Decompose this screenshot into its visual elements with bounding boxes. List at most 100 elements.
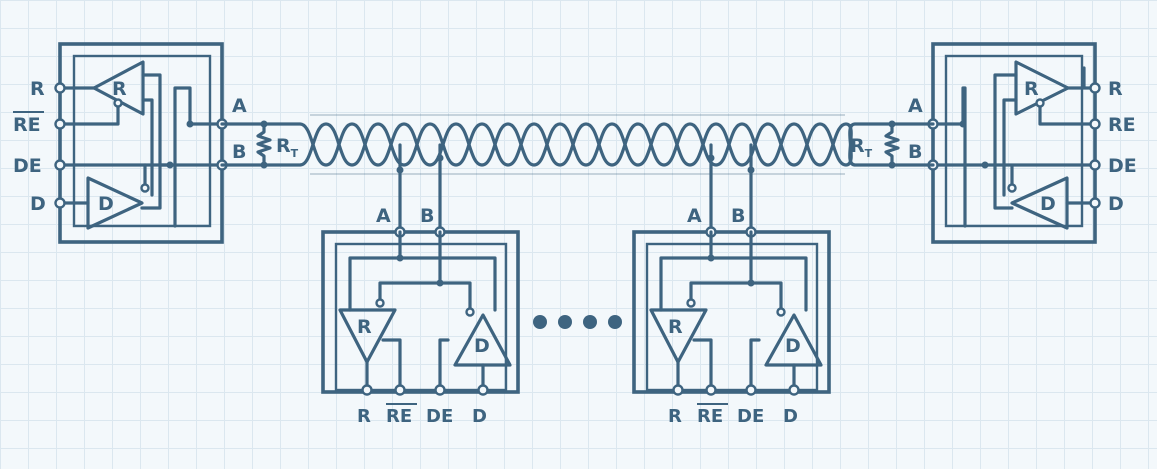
mid1-receiver-label: R [357, 316, 372, 338]
left-de-bubble [140, 183, 150, 193]
mid1-tx-bubble [465, 307, 475, 317]
mid1-receiver-triangle [338, 308, 397, 364]
right-pin-re[interactable] [1089, 118, 1101, 130]
left-pin-re[interactable] [54, 118, 66, 130]
left-re-wire [58, 103, 120, 126]
ellipsis-dot-3 [583, 315, 597, 329]
right-de-wire [983, 163, 1097, 188]
right-label-re: RE [1108, 114, 1136, 136]
mid2-pin-d[interactable] [788, 384, 800, 396]
mid1-label-re: RE [386, 406, 412, 427]
mid2-driver-label: D [785, 335, 801, 357]
right-pin-de[interactable] [1089, 159, 1101, 171]
mid2-pin-r[interactable] [672, 384, 684, 396]
mid2-tap-a [707, 154, 715, 162]
mid1-label-de: DE [426, 406, 453, 427]
mid2-receiver-triangle [649, 308, 708, 364]
left-label-a: A [232, 95, 247, 117]
ellipsis-dot-1 [533, 315, 547, 329]
right-de-bubble [1007, 183, 1017, 193]
mid1-node-a [396, 254, 404, 262]
left-label-de: DE [13, 155, 42, 177]
right-label-r: R [1108, 78, 1123, 100]
mid1-b-bus [378, 230, 472, 314]
cable-wire-a [299, 122, 856, 167]
mid1-label-a: A [376, 205, 391, 227]
right-terminator-resistor [884, 122, 900, 167]
right-a-internal [993, 73, 1018, 210]
mid1-a-bus [348, 230, 497, 312]
mid2-tx-bubble [776, 307, 786, 317]
mid2-inner [645, 242, 819, 392]
right-re-bubble [1035, 98, 1045, 108]
mid1-box [321, 230, 520, 394]
right-terminator-label: RT [850, 135, 873, 160]
mid1-label-b: B [420, 205, 434, 227]
left-receiver-label: R [112, 78, 127, 100]
left-label-d: D [30, 193, 46, 215]
mid2-label-re: RE [697, 406, 723, 427]
mid1-bottom-wires [365, 338, 485, 392]
left-b-node [166, 161, 174, 169]
mid2-pin-re[interactable] [705, 384, 717, 396]
mid2-label-b: B [731, 205, 745, 227]
mid1-rx-bubble [375, 298, 385, 308]
mid1-driver-label: D [474, 335, 490, 357]
right-pin-r[interactable] [1089, 82, 1101, 94]
mid2-bottom-wires [676, 338, 796, 392]
left-a-node [186, 120, 194, 128]
left-pin-d[interactable] [54, 197, 66, 209]
left-transceiver-inner [72, 54, 212, 228]
left-pin-r[interactable] [54, 82, 66, 94]
left-label-b: B [232, 141, 246, 163]
mid2-rx-bubble [686, 298, 696, 308]
right-driver-label: D [1040, 193, 1056, 215]
right-re-wire [1038, 103, 1097, 126]
right-label-a: A [908, 95, 923, 117]
left-a-internal [140, 73, 162, 210]
mid1-tap-a [396, 166, 404, 174]
mid1-inner [334, 242, 508, 392]
right-pin-d[interactable] [1089, 197, 1101, 209]
right-term-node-b [888, 161, 896, 169]
mid1-pin-d[interactable] [477, 384, 489, 396]
twisted-pair-cable [299, 114, 856, 175]
left-transceiver: R D R RE DE D A B [13, 42, 302, 244]
left-label-re: RE [13, 114, 41, 136]
left-re-bubble [113, 98, 123, 108]
left-term-node-b [260, 161, 268, 169]
mid2-tap-b [747, 166, 755, 174]
ellipsis-dot-2 [558, 315, 572, 329]
more-nodes-ellipsis [533, 315, 622, 329]
right-label-b: B [908, 141, 922, 163]
mid1-node-b [436, 279, 444, 287]
left-driver-triangle [86, 176, 144, 230]
right-a-route [931, 86, 967, 228]
mid1-tap-b [436, 154, 444, 162]
left-pin-de[interactable] [54, 159, 66, 171]
mid2-label-r: R [668, 406, 682, 427]
left-terminator-resistor [256, 122, 272, 167]
mid1-label-r: R [357, 406, 371, 427]
right-b-node [981, 161, 989, 169]
right-transceiver-inner [944, 54, 1084, 228]
right-label-de: DE [1108, 155, 1137, 177]
middle-transceiver-1: A B R D R RE DE D [321, 143, 520, 427]
mid2-label-a: A [687, 205, 702, 227]
mid1-pin-de[interactable] [434, 384, 446, 396]
right-transceiver-box [931, 42, 1097, 244]
mid2-node-b [747, 279, 755, 287]
right-a-node [959, 120, 967, 128]
mid1-pin-r[interactable] [361, 384, 373, 396]
mid1-pin-re[interactable] [394, 384, 406, 396]
left-transceiver-box [58, 42, 224, 244]
mid2-pin-de[interactable] [745, 384, 757, 396]
right-b-internal [1002, 98, 1018, 197]
mid2-node-a [707, 254, 715, 262]
left-driver-label: D [98, 193, 114, 215]
left-a-route [173, 86, 224, 228]
mid2-receiver-label: R [668, 316, 683, 338]
mid2-a-bus [659, 230, 808, 312]
right-term-node-a [888, 120, 896, 128]
